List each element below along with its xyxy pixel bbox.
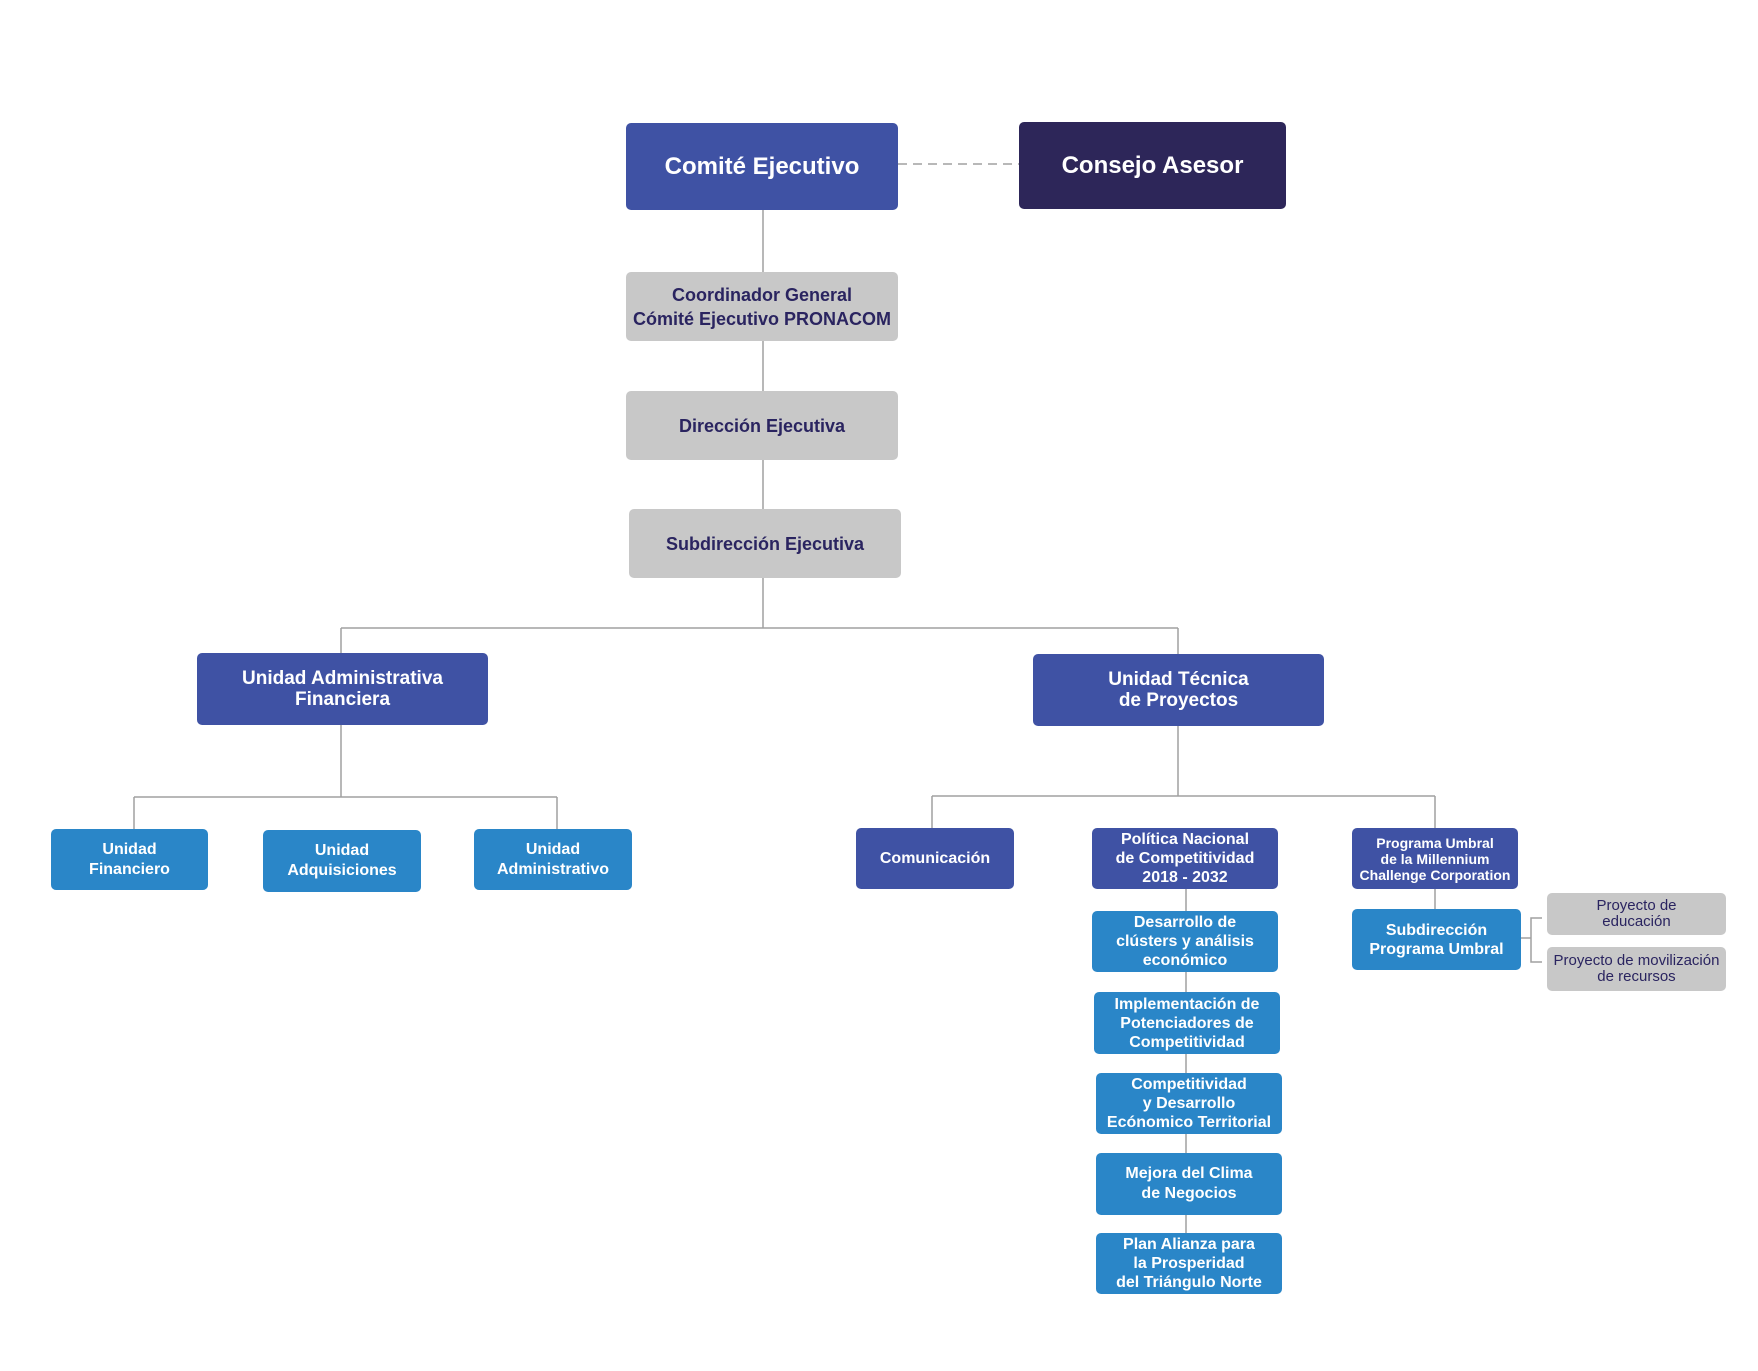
unidad-administrativa-financiera-box: Unidad Administrativa Financiera — [197, 653, 488, 725]
unidad-tecnica-proyectos-box: Unidad Técnica de Proyectos — [1033, 654, 1324, 726]
direccion-ejecutiva-box: Dirección Ejecutiva — [626, 391, 898, 460]
desarrollo-clusters-box: Desarrollo de clústers y análisis económ… — [1092, 911, 1278, 972]
plan-alianza-box: Plan Alianza para la Prosperidad del Tri… — [1096, 1233, 1282, 1294]
unidad-financiero-box: Unidad Financiero — [51, 829, 208, 890]
implementacion-potenciadores-box: Implementación de Potenciadores de Compe… — [1094, 992, 1280, 1054]
bracket-line — [1530, 917, 1542, 963]
subdireccion-programa-umbral-box: Subdirección Programa Umbral — [1352, 909, 1521, 970]
programa-umbral-box: Programa Umbral de la Millennium Challen… — [1352, 828, 1518, 889]
comunicacion-box: Comunicación — [856, 828, 1014, 889]
subdireccion-ejecutiva-box: Subdirección Ejecutiva — [629, 509, 901, 578]
politica-nacional-box: Política Nacional de Competitividad 2018… — [1092, 828, 1278, 889]
coordinador-general-box: Coordinador General Cómité Ejecutivo PRO… — [626, 272, 898, 341]
mejora-clima-negocios-box: Mejora del Clima de Negocios — [1096, 1153, 1282, 1215]
comite-ejecutivo-box: Comité Ejecutivo — [626, 123, 898, 210]
proyecto-movilizacion-box: Proyecto de movilización de recursos — [1547, 947, 1726, 991]
unidad-administrativo-box: Unidad Administrativo — [474, 829, 632, 890]
competitividad-territorial-box: Competitividad y Desarrollo Ecónomico Te… — [1096, 1073, 1282, 1134]
proyecto-educacion-box: Proyecto de educación — [1547, 893, 1726, 935]
consejo-asesor-box: Consejo Asesor — [1019, 122, 1286, 209]
unidad-adquisiciones-box: Unidad Adquisiciones — [263, 830, 421, 892]
